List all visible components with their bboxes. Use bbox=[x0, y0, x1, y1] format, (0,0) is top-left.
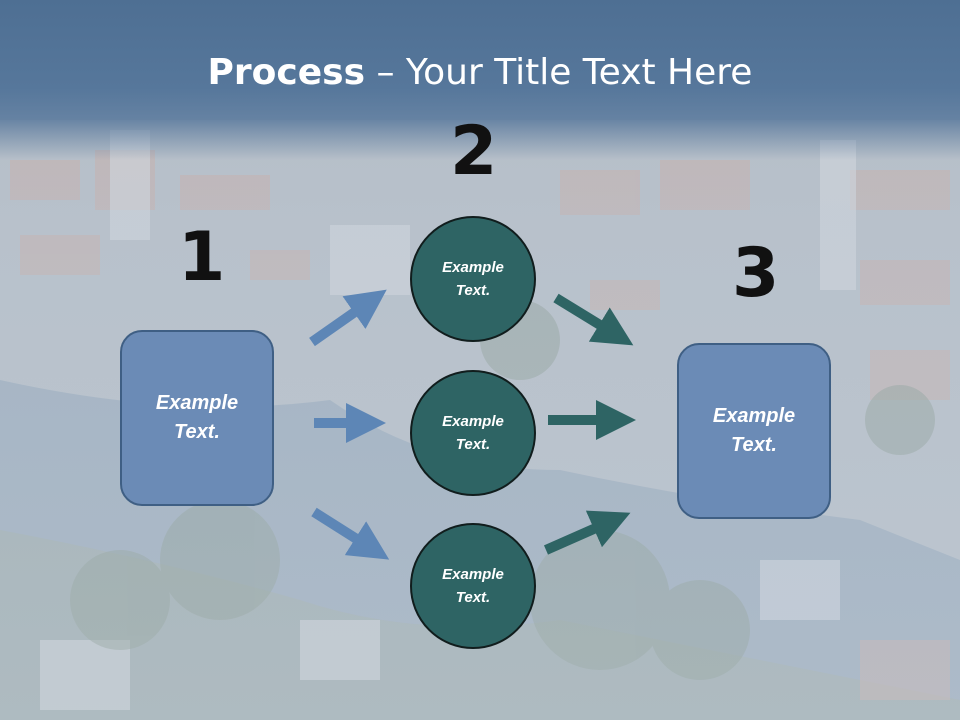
circle-bottom-label: Example Text. bbox=[442, 566, 504, 606]
left-step-box: Example Text. bbox=[120, 330, 274, 506]
step-number-3: 3 bbox=[732, 234, 780, 313]
step-number-1: 1 bbox=[178, 218, 226, 297]
title-rest: – Your Title Text Here bbox=[365, 52, 753, 93]
step-number-2: 2 bbox=[450, 112, 498, 191]
arrow-top-to-right bbox=[553, 293, 634, 346]
middle-step-circle-bottom: Example Text. bbox=[410, 523, 536, 649]
right-step-label: Example Text. bbox=[712, 405, 796, 456]
slide-title: Process – Your Title Text Here bbox=[0, 52, 960, 93]
circle-middle-label: Example Text. bbox=[442, 413, 504, 453]
title-bold: Process bbox=[207, 52, 366, 93]
title-band bbox=[0, 0, 960, 160]
left-step-label: Example Text. bbox=[155, 392, 239, 443]
arrow-left-to-top bbox=[309, 289, 387, 347]
middle-step-circle-middle: Example Text. bbox=[410, 370, 536, 496]
arrow-left-to-bottom bbox=[311, 507, 390, 560]
circle-top-label: Example Text. bbox=[442, 259, 504, 299]
middle-step-circle-top: Example Text. bbox=[410, 216, 536, 342]
arrow-bottom-to-right bbox=[543, 510, 631, 555]
right-step-box: Example Text. bbox=[677, 343, 831, 519]
